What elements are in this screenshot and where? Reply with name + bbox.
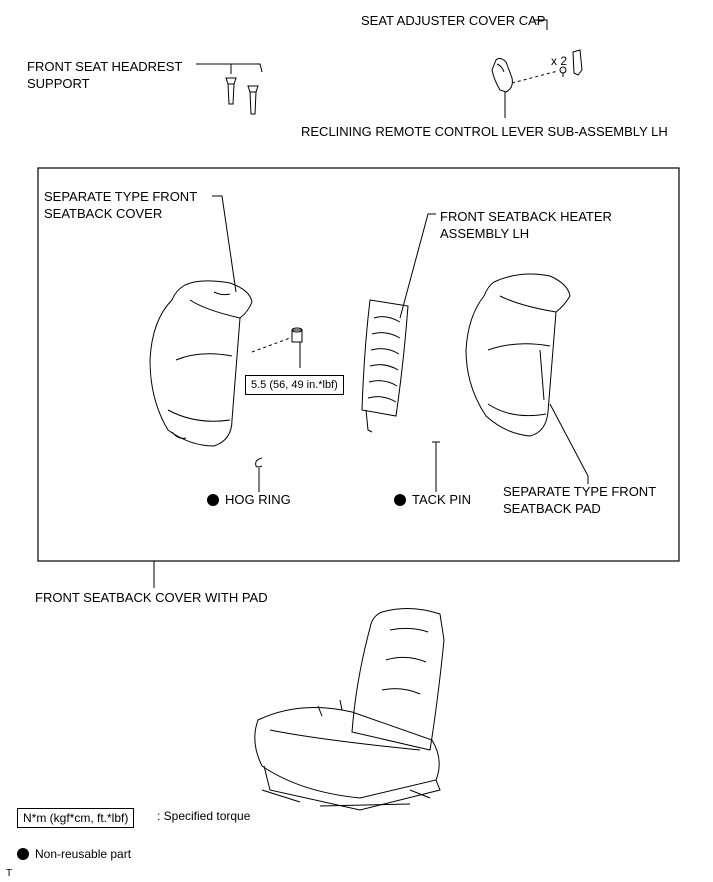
label-tack-pin: TACK PIN xyxy=(412,492,471,507)
cover-cap-part xyxy=(572,49,583,76)
label-quantity: x 2 xyxy=(551,54,568,68)
label-heater-assembly: FRONT SEATBACK HEATER ASSEMBLY LH xyxy=(440,209,612,241)
legend-torque-desc: : Specified torque xyxy=(157,809,251,823)
non-reusable-dot-tack-pin xyxy=(394,494,406,506)
label-separate-type-cover: SEPARATE TYPE FRONT SEATBACK COVER xyxy=(44,189,198,221)
label-hog-ring: HOG RING xyxy=(225,492,291,507)
leader-headrest xyxy=(196,63,263,73)
label-seat-adjuster-cover-cap: SEAT ADJUSTER COVER CAP xyxy=(361,13,546,28)
leader-cover-cap xyxy=(533,19,548,30)
complete-seat-part xyxy=(254,608,445,811)
tack-pin-part xyxy=(432,441,440,452)
headrest-support-parts xyxy=(225,77,259,115)
seatback-cover-part xyxy=(149,280,253,447)
corner-mark: T xyxy=(6,868,13,879)
label-reclining-lever: RECLINING REMOTE CONTROL LEVER SUB-ASSEM… xyxy=(301,124,668,139)
assembly-frame xyxy=(37,167,680,562)
leader-cover xyxy=(212,195,237,293)
legend-non-reusable: Non-reusable part xyxy=(35,847,132,861)
leader-heater xyxy=(399,213,436,319)
reclining-lever-part xyxy=(491,57,513,93)
leader-pad xyxy=(549,403,589,484)
label-front-seat-headrest-support: FRONT SEAT HEADREST SUPPORT xyxy=(27,59,183,91)
legend-torque-unit-box: N*m (kgf*cm, ft.*lbf) xyxy=(17,808,135,828)
hog-ring-part xyxy=(255,457,263,468)
seatback-pad-part xyxy=(465,273,571,437)
nut-part xyxy=(291,329,303,343)
heater-part xyxy=(361,299,409,433)
label-separate-type-pad: SEPARATE TYPE FRONT SEATBACK PAD xyxy=(503,484,657,516)
label-cover-with-pad: FRONT SEATBACK COVER WITH PAD xyxy=(35,590,268,605)
legend-non-reusable-dot xyxy=(17,848,29,860)
non-reusable-dot-hog-ring xyxy=(207,494,219,506)
torque-value-box: 5.5 (56, 49 in.*lbf) xyxy=(245,375,344,395)
